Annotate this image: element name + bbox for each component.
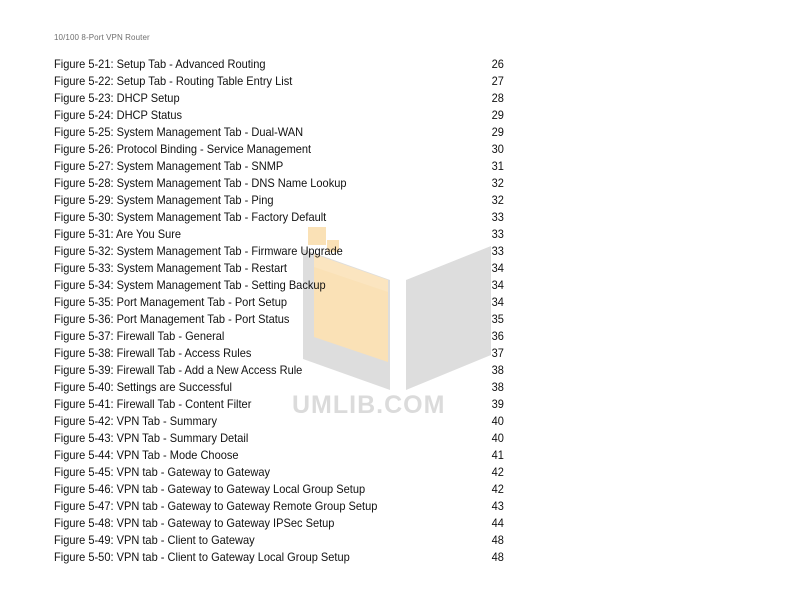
toc-entry-page: 30 xyxy=(491,142,504,156)
toc-entry-title: Figure 5-24: DHCP Status xyxy=(54,108,183,122)
toc-entry-page: 36 xyxy=(491,329,504,343)
toc-entry-page: 38 xyxy=(491,380,504,394)
toc-entry: Figure 5-25: System Management Tab - Dua… xyxy=(54,124,504,141)
toc-entry-title: Figure 5-31: Are You Sure xyxy=(54,227,182,241)
toc-entry-page: 37 xyxy=(491,346,504,360)
toc-entry-title: Figure 5-44: VPN Tab - Mode Choose xyxy=(54,448,239,462)
toc-entry-page: 32 xyxy=(491,176,504,190)
toc-entry-title: Figure 5-34: System Management Tab - Set… xyxy=(54,278,326,292)
toc-entry-title: Figure 5-26: Protocol Binding - Service … xyxy=(54,142,312,156)
toc-entry: Figure 5-40: Settings are Successful 38 xyxy=(54,379,504,396)
toc-entry-page: 34 xyxy=(491,261,504,275)
toc-entry-title: Figure 5-21: Setup Tab - Advanced Routin… xyxy=(54,57,266,71)
toc-entry: Figure 5-32: System Management Tab - Fir… xyxy=(54,243,504,260)
toc-entry-title: Figure 5-48: VPN tab - Gateway to Gatewa… xyxy=(54,516,335,530)
toc-entry-page: 32 xyxy=(491,193,504,207)
toc-entry: Figure 5-29: System Management Tab - Pin… xyxy=(54,192,504,209)
toc-entry: Figure 5-35: Port Management Tab - Port … xyxy=(54,294,504,311)
toc-entry: Figure 5-44: VPN Tab - Mode Choose 41 xyxy=(54,447,504,464)
toc-entry-page: 34 xyxy=(491,295,504,309)
toc-entry-page: 38 xyxy=(491,363,504,377)
toc-entry: Figure 5-36: Port Management Tab - Port … xyxy=(54,311,504,328)
toc-entry: Figure 5-46: VPN tab - Gateway to Gatewa… xyxy=(54,481,504,498)
toc-entry-page: 33 xyxy=(491,244,504,258)
toc-entry: Figure 5-26: Protocol Binding - Service … xyxy=(54,141,504,158)
toc-entry: Figure 5-48: VPN tab - Gateway to Gatewa… xyxy=(54,515,504,532)
toc-entry: Figure 5-24: DHCP Status 29 xyxy=(54,107,504,124)
toc-entry-title: Figure 5-41: Firewall Tab - Content Filt… xyxy=(54,397,252,411)
toc-entry: Figure 5-49: VPN tab - Client to Gateway… xyxy=(54,532,504,549)
toc-entry: Figure 5-38: Firewall Tab - Access Rules… xyxy=(54,345,504,362)
toc-entry-page: 31 xyxy=(491,159,504,173)
toc-entry-title: Figure 5-40: Settings are Successful xyxy=(54,380,232,394)
toc-entry-page: 26 xyxy=(491,57,504,71)
toc-entry-page: 42 xyxy=(491,482,504,496)
toc-entry-title: Figure 5-35: Port Management Tab - Port … xyxy=(54,295,287,309)
toc-entry-title: Figure 5-46: VPN tab - Gateway to Gatewa… xyxy=(54,482,366,496)
toc-entry-title: Figure 5-23: DHCP Setup xyxy=(54,91,180,105)
toc-entry-title: Figure 5-37: Firewall Tab - General xyxy=(54,329,225,343)
toc-entry-title: Figure 5-33: System Management Tab - Res… xyxy=(54,261,287,275)
toc-entry: Figure 5-47: VPN tab - Gateway to Gatewa… xyxy=(54,498,504,515)
toc-entry: Figure 5-42: VPN Tab - Summary 40 xyxy=(54,413,504,430)
toc-entry: Figure 5-34: System Management Tab - Set… xyxy=(54,277,504,294)
toc-entry: Figure 5-37: Firewall Tab - General 36 xyxy=(54,328,504,345)
toc-entry-title: Figure 5-29: System Management Tab - Pin… xyxy=(54,193,274,207)
toc-entry-page: 42 xyxy=(491,465,504,479)
toc-entry-title: Figure 5-45: VPN tab - Gateway to Gatewa… xyxy=(54,465,270,479)
toc-entry-page: 29 xyxy=(491,108,504,122)
toc-entry-page: 44 xyxy=(491,516,504,530)
toc-entry-title: Figure 5-25: System Management Tab - Dua… xyxy=(54,125,304,139)
toc-entry: Figure 5-31: Are You Sure 33 xyxy=(54,226,504,243)
toc-entry-title: Figure 5-42: VPN Tab - Summary xyxy=(54,414,218,428)
document-header: 10/100 8-Port VPN Router xyxy=(54,33,150,42)
toc-entry-title: Figure 5-49: VPN tab - Client to Gateway xyxy=(54,533,255,547)
toc-entry-title: Figure 5-32: System Management Tab - Fir… xyxy=(54,244,343,258)
toc-entry-title: Figure 5-30: System Management Tab - Fac… xyxy=(54,210,327,224)
toc-entry: Figure 5-33: System Management Tab - Res… xyxy=(54,260,504,277)
toc-entry-title: Figure 5-36: Port Management Tab - Port … xyxy=(54,312,290,326)
toc-entry-page: 39 xyxy=(491,397,504,411)
toc-entry-title: Figure 5-22: Setup Tab - Routing Table E… xyxy=(54,74,293,88)
figure-list: Figure 5-21: Setup Tab - Advanced Routin… xyxy=(54,56,504,566)
toc-entry: Figure 5-23: DHCP Setup 28 xyxy=(54,90,504,107)
toc-entry-page: 29 xyxy=(491,125,504,139)
toc-entry: Figure 5-22: Setup Tab - Routing Table E… xyxy=(54,73,504,90)
toc-entry-title: Figure 5-28: System Management Tab - DNS… xyxy=(54,176,347,190)
toc-entry-page: 35 xyxy=(491,312,504,326)
toc-entry-page: 41 xyxy=(491,448,504,462)
toc-entry: Figure 5-21: Setup Tab - Advanced Routin… xyxy=(54,56,504,73)
toc-entry-title: Figure 5-43: VPN Tab - Summary Detail xyxy=(54,431,249,445)
toc-entry-page: 34 xyxy=(491,278,504,292)
toc-entry-page: 40 xyxy=(491,414,504,428)
toc-entry-page: 48 xyxy=(491,533,504,547)
toc-entry: Figure 5-30: System Management Tab - Fac… xyxy=(54,209,504,226)
toc-entry-title: Figure 5-38: Firewall Tab - Access Rules xyxy=(54,346,252,360)
toc-entry-page: 40 xyxy=(491,431,504,445)
toc-entry: Figure 5-50: VPN tab - Client to Gateway… xyxy=(54,549,504,566)
toc-entry-page: 27 xyxy=(491,74,504,88)
toc-entry: Figure 5-43: VPN Tab - Summary Detail 40 xyxy=(54,430,504,447)
toc-entry: Figure 5-27: System Management Tab - SNM… xyxy=(54,158,504,175)
toc-entry-page: 48 xyxy=(491,550,504,564)
toc-entry-title: Figure 5-47: VPN tab - Gateway to Gatewa… xyxy=(54,499,378,513)
toc-entry: Figure 5-39: Firewall Tab - Add a New Ac… xyxy=(54,362,504,379)
toc-entry-title: Figure 5-39: Firewall Tab - Add a New Ac… xyxy=(54,363,303,377)
toc-entry-title: Figure 5-27: System Management Tab - SNM… xyxy=(54,159,284,173)
toc-entry-page: 43 xyxy=(491,499,504,513)
toc-entry-page: 33 xyxy=(491,210,504,224)
toc-entry-title: Figure 5-50: VPN tab - Client to Gateway… xyxy=(54,550,350,564)
toc-entry-page: 28 xyxy=(491,91,504,105)
toc-entry: Figure 5-41: Firewall Tab - Content Filt… xyxy=(54,396,504,413)
toc-entry-page: 33 xyxy=(491,227,504,241)
toc-entry: Figure 5-45: VPN tab - Gateway to Gatewa… xyxy=(54,464,504,481)
toc-entry: Figure 5-28: System Management Tab - DNS… xyxy=(54,175,504,192)
